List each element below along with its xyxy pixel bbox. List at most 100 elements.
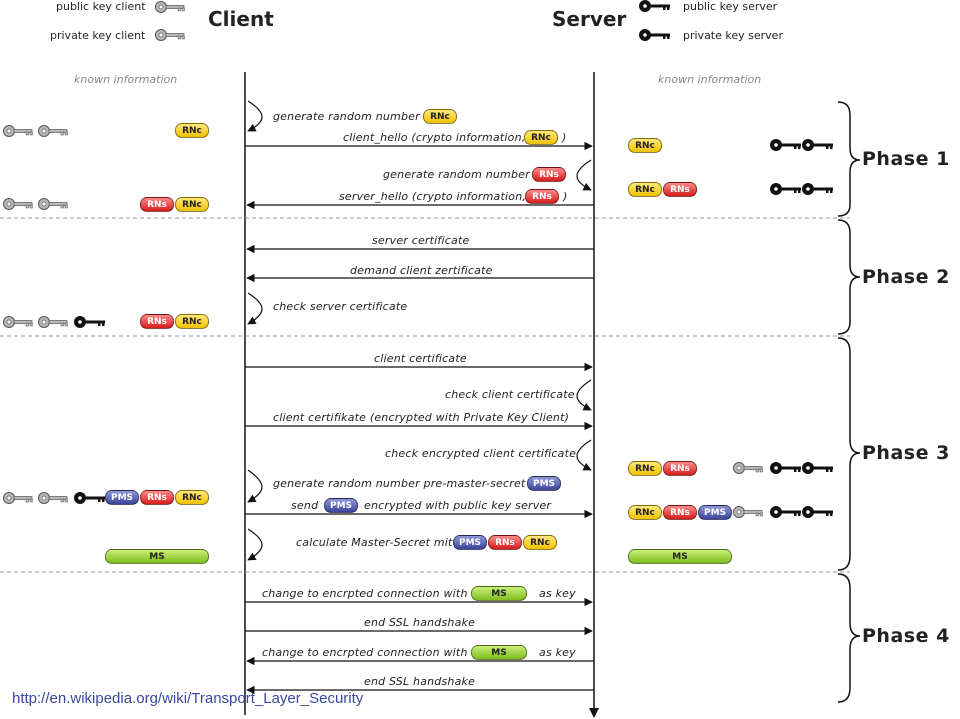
msg-client-certifikate-encrypted: client certifikate (encrypted with Priva… [273,411,570,424]
server-known-rnc: RNc [628,138,662,153]
client-key-icon [3,198,33,210]
server-key-icon [802,139,833,151]
client-self-loop-4 [247,528,263,561]
client-header: Client [208,7,274,31]
ms-badge: MS [471,586,527,601]
server-known-ms: MS [628,549,732,564]
msg-check-server-certificate: check server certificate [273,300,408,313]
client-key-icon [3,316,33,328]
msg-generate-rn-server: generate random number [383,168,530,181]
msg-client-hello-close: ) [562,131,567,144]
rnc-badge: RNc [523,535,557,550]
server-self-loop-2 [576,379,592,411]
client-self-loop-1 [247,100,263,132]
msg-generate-pre-master-secret: generate random number pre-master-secret [273,477,526,490]
pms-badge: PMS [527,476,561,491]
server-self-loop-3 [576,439,592,471]
msg-client-end-ssl-handshake: end SSL handshake [364,616,476,629]
client-key-icon [38,316,68,328]
server-key-icon [802,506,833,518]
server-known-rns: RNs [663,182,697,197]
private-key-server-icon [639,29,670,41]
server-key-icon [770,462,801,474]
client-self-loop-3 [247,469,263,503]
legend-private-key-server: private key server [683,29,783,42]
msg-server-certificate: server certificate [372,234,470,247]
client-known-rnc: RNc [175,123,209,138]
msg-as-key: as key [539,646,576,659]
server-key-icon [770,183,801,195]
msg-send: send [291,499,319,512]
client-known-rns: RNs [140,197,174,212]
server-known-pms: PMS [698,505,732,520]
rnc-badge: RNc [423,109,457,124]
client-known-rnc: RNc [175,197,209,212]
server-known-rnc: RNc [628,505,662,520]
server-key-icon [770,139,801,151]
client-self-loop-2 [247,292,263,325]
rnc-badge: RNc [524,130,558,145]
phase-1-brace [837,101,861,217]
phase-4-brace [837,573,861,703]
legend-public-key-server: public key server [683,0,778,13]
client-known-pms: PMS [105,490,139,505]
msg-demand-client-certificate: demand client zertificate [350,264,493,277]
phase-2-label: Phase 2 [862,266,950,288]
msg-generate-rn-client: generate random number [273,110,420,123]
msg-server-end-ssl-handshake: end SSL handshake [364,675,476,688]
phase-3-brace [837,337,861,571]
server-known-rns: RNs [663,505,697,520]
legend-private-key-client: private key client [50,29,146,42]
client-key-icon [38,125,68,137]
public-key-server-icon [639,0,670,12]
ms-badge: MS [471,645,527,660]
source-url: http://en.wikipedia.org/wiki/Transport_L… [12,690,364,707]
msg-check-client-certificate: check client certificate [445,388,575,401]
client-known-rns: RNs [140,490,174,505]
server-known-rnc: RNc [628,182,662,197]
legend-public-key-client: public key client [56,0,146,13]
server-self-loop-1 [576,159,592,191]
phase-3-label: Phase 3 [862,442,950,464]
msg-encrypted-with-public-key-server: encrypted with public key server [364,499,552,512]
server-key-icon [770,506,801,518]
pms-badge: PMS [453,535,487,550]
pms-badge: PMS [324,498,358,513]
rns-badge: RNs [488,535,522,550]
msg-calculate-master-secret: calculate Master-Secret mit [296,536,453,549]
msg-client-hello: client_hello (crypto information, [343,131,526,144]
public-key-client-icon [155,1,185,13]
private-key-client-icon [155,29,185,41]
client-key-icon [3,492,33,504]
rns-badge: RNs [525,189,559,204]
phase-4-label: Phase 4 [862,625,950,647]
phase-2-brace [837,219,861,335]
client-known-ms: MS [105,549,209,564]
msg-server-change-cipher: change to encrpted connection with [262,646,468,659]
server-key-icon [802,462,833,474]
server-public-key-icon [74,492,105,504]
client-known-rnc: RNc [175,490,209,505]
known-information-client: known information [74,73,178,86]
msg-client-change-cipher: change to encrpted connection with [262,587,468,600]
client-key-icon [3,125,33,137]
msg-server-hello: server_hello (crypto information, [339,190,527,203]
client-public-key-icon [733,462,763,474]
rns-badge: RNs [532,167,566,182]
phase-1-label: Phase 1 [862,148,950,170]
client-key-icon [38,492,68,504]
server-known-rns: RNs [663,461,697,476]
client-known-rnc: RNc [175,314,209,329]
server-header: Server [552,7,627,31]
server-known-rnc: RNc [628,461,662,476]
msg-check-encrypted-client-certificate: check encrypted client certificate [385,447,577,460]
client-public-key-icon [733,506,763,518]
server-key-icon [802,183,833,195]
client-known-rns: RNs [140,314,174,329]
client-key-icon [38,198,68,210]
known-information-server: known information [658,73,762,86]
msg-server-hello-close: ) [563,190,568,203]
server-public-key-icon [74,316,105,328]
msg-as-key: as key [539,587,576,600]
